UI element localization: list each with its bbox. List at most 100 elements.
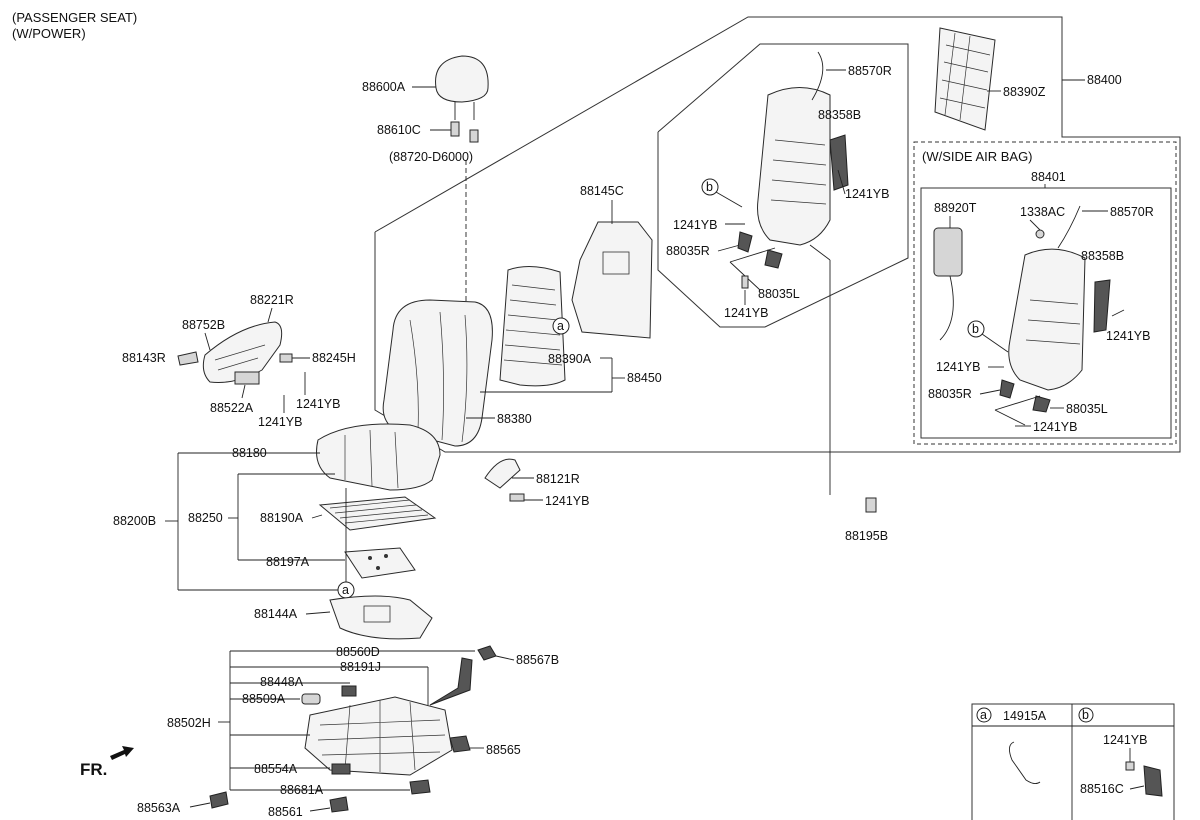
label-88195B: 88195B bbox=[845, 529, 888, 543]
legend-b-bracket-icon bbox=[1143, 765, 1163, 797]
label-88563A: 88563A bbox=[137, 801, 181, 815]
label-88401: 88401 bbox=[1031, 170, 1066, 184]
legend-b-part-1: 1241YB bbox=[1103, 733, 1147, 747]
headrest bbox=[435, 55, 489, 103]
label-88143R: 88143R bbox=[122, 351, 166, 365]
seat-cushion-cover bbox=[316, 423, 441, 491]
seatback-frame-group-outline bbox=[657, 43, 909, 328]
label-88200B: 88200B bbox=[113, 514, 156, 528]
bracket-88554A bbox=[331, 763, 351, 775]
label-88561: 88561 bbox=[268, 805, 303, 819]
label-88450: 88450 bbox=[627, 371, 662, 385]
label-1338AC: 1338AC bbox=[1020, 205, 1065, 219]
label-88600A: 88600A bbox=[362, 80, 406, 94]
cushion-pad-88197A bbox=[344, 547, 416, 579]
label-1241YB-h: 1241YB bbox=[258, 415, 302, 429]
label-88380: 88380 bbox=[497, 412, 532, 426]
label-88145C: 88145C bbox=[580, 184, 624, 198]
airbag-frame-bracket bbox=[1093, 279, 1111, 333]
callout-a-seatback bbox=[552, 317, 570, 335]
callout-a-cushion-letter: a bbox=[342, 583, 349, 597]
label-88570R-b: 88570R bbox=[1110, 205, 1154, 219]
seatback-frame bbox=[757, 87, 831, 246]
label-88035R-a: 88035R bbox=[666, 244, 710, 258]
label-88390Z: 88390Z bbox=[1003, 85, 1046, 99]
legend-b-circle bbox=[1078, 707, 1094, 723]
side-airbag-frame bbox=[1008, 248, 1086, 391]
label-88390A: 88390A bbox=[548, 352, 592, 366]
label-1241YB-i: 1241YB bbox=[545, 494, 589, 508]
label-88681A: 88681A bbox=[280, 783, 324, 797]
legend-table bbox=[971, 703, 1175, 820]
legend-a-clip-icon bbox=[1009, 741, 1041, 785]
cover-88561 bbox=[329, 796, 349, 813]
legend-b-part-2: 88516C bbox=[1080, 782, 1124, 796]
clip-88567B bbox=[477, 645, 497, 661]
label-1241YB-a: 1241YB bbox=[845, 187, 889, 201]
back-side-cover bbox=[484, 458, 521, 489]
legend-a-circle bbox=[976, 707, 992, 723]
recliner-right bbox=[737, 231, 753, 253]
callout-b-frame bbox=[701, 178, 719, 196]
seat-track-frame bbox=[304, 696, 453, 776]
front-arrow-icon bbox=[110, 746, 134, 760]
wire-harness bbox=[811, 51, 824, 101]
motor-88448A bbox=[341, 685, 357, 697]
label-88180: 88180 bbox=[232, 446, 267, 460]
seat-switch bbox=[234, 371, 260, 385]
cover-88681A bbox=[409, 779, 431, 795]
label-88035R-b: 88035R bbox=[928, 387, 972, 401]
side-airbag-outline bbox=[913, 141, 1177, 445]
label-1241YB-f: 1241YB bbox=[1033, 420, 1077, 434]
front-direction-label: FR. bbox=[80, 760, 107, 779]
label-1241YB-g: 1241YB bbox=[296, 397, 340, 411]
callout-a-seatback-letter: a bbox=[557, 319, 564, 333]
seatback-board bbox=[571, 221, 653, 339]
label-88752B: 88752B bbox=[182, 318, 225, 332]
label-88509A: 88509A bbox=[242, 692, 286, 706]
section-side-airbag: (W/SIDE AIR BAG) bbox=[922, 149, 1033, 164]
label-88502H: 88502H bbox=[167, 716, 211, 730]
label-88121R: 88121R bbox=[536, 472, 580, 486]
label-1241YB-e: 1241YB bbox=[936, 360, 980, 374]
label-1241YB-b: 1241YB bbox=[673, 218, 717, 232]
label-88358B-a: 88358B bbox=[818, 108, 861, 122]
label-88035L-b: 88035L bbox=[1066, 402, 1108, 416]
airbag-recliner-right bbox=[999, 379, 1015, 399]
label-88197A: 88197A bbox=[266, 555, 310, 569]
cover-88565 bbox=[449, 735, 471, 753]
label-88554A: 88554A bbox=[254, 762, 298, 776]
switch-knob bbox=[177, 351, 199, 366]
label-88245H: 88245H bbox=[312, 351, 356, 365]
callout-b-airbag bbox=[967, 320, 985, 338]
side-airbag-inner-box bbox=[920, 187, 1172, 439]
label-1241YB-c: 1241YB bbox=[724, 306, 768, 320]
label-1241YB-d: 1241YB bbox=[1106, 329, 1150, 343]
label-88565: 88565 bbox=[486, 743, 521, 757]
headrest-guide-locked bbox=[469, 129, 479, 143]
seat-belt-buckle-bracket bbox=[429, 657, 473, 706]
airbag-recliner-left bbox=[1032, 395, 1051, 413]
label-88560D: 88560D bbox=[336, 645, 380, 659]
label-88522A: 88522A bbox=[210, 401, 254, 415]
header-line-2: (W/POWER) bbox=[12, 26, 86, 41]
header-line-1: (PASSENGER SEAT) bbox=[12, 10, 137, 25]
label-88190A: 88190A bbox=[260, 511, 304, 525]
label-88144A: 88144A bbox=[254, 607, 298, 621]
label-88250: 88250 bbox=[188, 511, 223, 525]
headrest-guide bbox=[450, 121, 460, 137]
label-88567B: 88567B bbox=[516, 653, 559, 667]
label-88570R-a: 88570R bbox=[848, 64, 892, 78]
label-88920T: 88920T bbox=[934, 201, 977, 215]
legend-a-part: 14915A bbox=[1003, 709, 1047, 723]
label-88400: 88400 bbox=[1087, 73, 1122, 87]
legend-a-letter: a bbox=[980, 708, 987, 722]
cushion-board-88144A bbox=[329, 595, 433, 640]
callout-b-airbag-letter: b bbox=[972, 322, 979, 336]
side-shield bbox=[202, 321, 283, 383]
label-88720: (88720-D6000) bbox=[389, 150, 473, 164]
cover-88563A bbox=[209, 791, 229, 809]
label-88035L-a: 88035L bbox=[758, 287, 800, 301]
cushion-heater-pad bbox=[318, 496, 437, 531]
